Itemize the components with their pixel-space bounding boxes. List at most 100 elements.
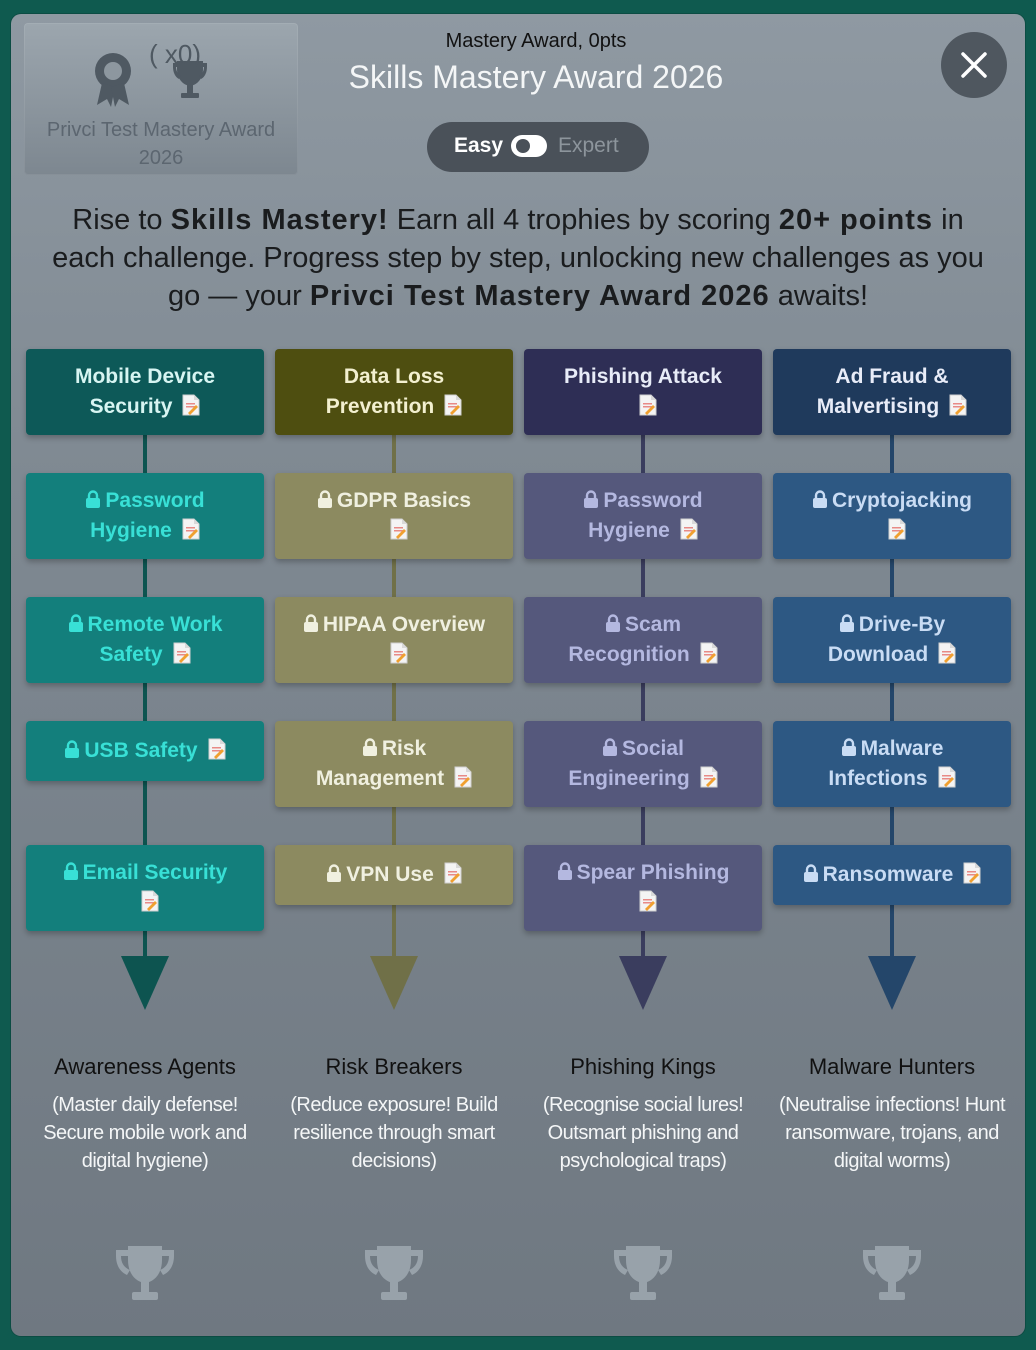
category-title-line: Prevention bbox=[325, 395, 435, 418]
column-connector-line bbox=[890, 435, 894, 959]
challenge-card[interactable]: VPN Use bbox=[275, 845, 513, 905]
document-icon bbox=[454, 766, 472, 788]
lock-icon bbox=[327, 864, 342, 882]
trophy-icon bbox=[116, 1246, 174, 1300]
document-icon bbox=[141, 890, 159, 912]
badge-name: Privci Test Mastery Award 2026 bbox=[46, 119, 276, 169]
lock-icon bbox=[303, 614, 318, 632]
lock-icon bbox=[841, 738, 856, 756]
document-icon bbox=[949, 394, 967, 416]
award-modal: ( x0) Privci Test Mastery Award 2026 Mas… bbox=[11, 14, 1025, 1336]
document-icon bbox=[390, 642, 408, 664]
document-icon bbox=[182, 518, 200, 540]
column-arrow bbox=[868, 956, 916, 1010]
column-connector-line bbox=[143, 435, 147, 959]
challenge-card[interactable]: GDPR Basics bbox=[275, 473, 513, 559]
challenge-label: Cryptojacking bbox=[831, 489, 973, 512]
lock-icon bbox=[584, 490, 599, 508]
challenge-category-header[interactable]: Ad Fraud & Malvertising bbox=[773, 349, 1011, 435]
close-button[interactable] bbox=[941, 32, 1007, 98]
column-arrow bbox=[121, 956, 169, 1010]
trophy-icon bbox=[614, 1246, 672, 1300]
lock-icon bbox=[803, 864, 818, 882]
column-connector-line bbox=[641, 435, 645, 959]
trophy-title: Malware Hunters bbox=[808, 1054, 976, 1079]
badge-icons bbox=[95, 53, 207, 107]
challenge-label: Spear Phishing bbox=[576, 861, 730, 884]
trophy-title: Phishing Kings bbox=[570, 1054, 716, 1079]
document-icon bbox=[938, 642, 956, 664]
document-icon bbox=[888, 518, 906, 540]
challenge-label: Hygiene bbox=[588, 519, 670, 542]
document-icon bbox=[938, 766, 956, 788]
toggle-easy-label[interactable]: Easy bbox=[454, 134, 504, 157]
lock-icon bbox=[68, 614, 83, 632]
lock-icon bbox=[812, 490, 827, 508]
document-icon bbox=[963, 862, 981, 884]
intro-bold-1: Skills Mastery! bbox=[170, 204, 389, 236]
challenge-card[interactable]: USB Safety bbox=[26, 721, 264, 781]
toggle-expert-label[interactable]: Expert bbox=[558, 134, 619, 157]
category-title-line: Security bbox=[89, 395, 173, 418]
challenge-label: Malware bbox=[860, 737, 944, 760]
challenge-label: Infections bbox=[828, 767, 928, 790]
document-icon bbox=[390, 518, 408, 540]
rosette-icon bbox=[95, 53, 131, 107]
lock-icon bbox=[362, 738, 377, 756]
trophy-small-icon bbox=[173, 61, 207, 98]
column-arrow bbox=[370, 956, 418, 1010]
category-title-line: Phishing Attack bbox=[564, 365, 722, 388]
lock-icon bbox=[839, 614, 854, 632]
challenge-card[interactable]: Ransomware bbox=[773, 845, 1011, 905]
challenge-label: Email Security bbox=[82, 861, 228, 884]
close-icon bbox=[961, 52, 987, 78]
award-points: Mastery Award, 0pts bbox=[445, 30, 627, 52]
challenge-label: Remote Work bbox=[87, 613, 223, 636]
lock-icon bbox=[603, 738, 618, 756]
challenge-label: HIPAA Overview bbox=[322, 613, 486, 636]
lock-icon bbox=[86, 490, 101, 508]
document-icon bbox=[444, 862, 462, 884]
category-title-line: Data Loss bbox=[343, 365, 445, 388]
lock-icon bbox=[605, 614, 620, 632]
document-icon bbox=[173, 642, 190, 664]
challenge-card[interactable]: Cryptojacking bbox=[773, 473, 1011, 559]
lock-icon bbox=[63, 862, 78, 880]
challenge-label: Risk bbox=[381, 737, 427, 760]
category-title-line: Malvertising bbox=[816, 395, 940, 418]
challenge-card[interactable]: Email Security bbox=[26, 845, 264, 931]
challenge-label: Ransomware bbox=[822, 863, 954, 886]
challenge-label: Safety bbox=[99, 643, 163, 666]
lock-icon bbox=[65, 740, 80, 758]
challenge-label: Engineering bbox=[568, 767, 690, 790]
toggle-knob bbox=[516, 139, 530, 153]
challenge-label: Scam bbox=[624, 613, 682, 636]
challenge-label: Download bbox=[827, 643, 929, 666]
challenge-card[interactable]: HIPAA Overview bbox=[275, 597, 513, 683]
column-arrow bbox=[619, 956, 667, 1010]
challenge-card[interactable]: Spear Phishing bbox=[524, 845, 762, 931]
page-title: Skills Mastery Award 2026 bbox=[348, 59, 724, 95]
intro-bold-3: Privci Test Mastery Award 2026 bbox=[309, 280, 770, 312]
trophy-title: Risk Breakers bbox=[325, 1054, 463, 1079]
challenge-category-header[interactable]: Phishing Attack bbox=[524, 349, 762, 435]
award-badge: ( x0) Privci Test Mastery Award 2026 bbox=[24, 23, 298, 175]
category-title-line: Ad Fraud & bbox=[835, 365, 949, 388]
trophy-description: (Recognise social lures! Outsmart phishi… bbox=[542, 1094, 744, 1172]
challenge-label: Hygiene bbox=[90, 519, 172, 542]
badge-count: ( x0) bbox=[149, 39, 201, 69]
challenge-label: GDPR Basics bbox=[336, 489, 472, 512]
trophy-description: (Reduce exposure! Build resilience throu… bbox=[290, 1094, 498, 1172]
difficulty-toggle[interactable]: Easy Expert bbox=[427, 122, 649, 172]
trophy-title: Awareness Agents bbox=[54, 1054, 236, 1079]
